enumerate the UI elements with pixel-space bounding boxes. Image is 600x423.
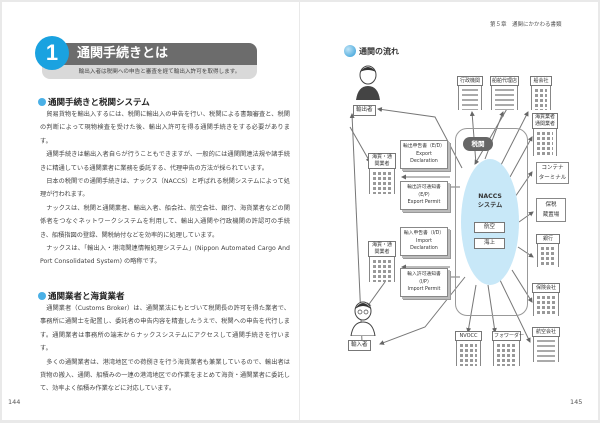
label-line: 通関業者 — [534, 121, 555, 127]
building-windows — [537, 132, 553, 156]
building-windows — [460, 344, 477, 366]
building-forwarder-broker: 海貨業者通関業者 — [532, 113, 558, 156]
section-heading: 通関業者と海貨業者 — [38, 290, 125, 302]
doc-line: Declaration — [410, 246, 438, 251]
doc-line: 輸入申告書（I/D） — [403, 231, 445, 236]
paragraph: 日本の税関での通関手続きは、ナックス（NACCS）と呼ばれる税関システムによって… — [40, 178, 290, 199]
doc-line: （I/P） — [416, 279, 432, 285]
paragraph: ナックスは、「輸出入・港湾関連情報処理システム」(Nippon Automate… — [40, 245, 290, 266]
left-page: 1 通関手続きとは 輸出入者は税関への申告と審査を経て輸出入許可を取得します。 … — [2, 2, 299, 420]
bullet-icon — [38, 292, 46, 300]
building-insurance: 保険会社 — [532, 283, 560, 316]
doc-line: Declaration — [410, 159, 438, 164]
container-terminal-box: コンテナターミナル — [536, 162, 569, 184]
building-windows — [373, 260, 391, 282]
broker-building-export: 海貨・通関業者 — [368, 153, 396, 194]
building-windows — [537, 340, 555, 362]
building-windows — [541, 247, 555, 267]
building-windows — [462, 89, 478, 110]
building-windows — [537, 296, 555, 316]
building-label: NVOCC — [455, 331, 482, 341]
page-subtitle: 輸出入者は税関への申告と審査を経て輸出入許可を取得します。 — [42, 65, 257, 79]
section-heading: 通関手続きと税関システム — [38, 96, 150, 108]
building-windows — [535, 89, 547, 110]
paragraph: ナックスは、税関と通関業者、輸出入者、船会社、航空会社、銀行、海貨業者などの関係… — [40, 204, 290, 239]
doc-line: 輸出許可通知書 — [407, 185, 441, 190]
box-line: 保税 — [545, 202, 557, 208]
section-body: 貿易貨物を輸出入するには、税関に輸出入の申告を行い、税関による書類審査と、税関の… — [40, 108, 290, 269]
doc-line: Import — [416, 238, 432, 244]
section-body: 通関業者（Customs Broker）は、通関業法にもとづいて税関長の許可を得… — [40, 302, 290, 396]
building-windows — [495, 89, 514, 110]
bullet-icon — [38, 98, 46, 106]
building-label: 海貨業者通関業者 — [532, 113, 558, 129]
building-shipping-line: 船会社 — [530, 76, 552, 110]
building-government: 行政機関 — [457, 76, 483, 110]
import-permit-doc: 輸入許可通知書 （I/P） Import Permit — [400, 268, 448, 297]
paragraph: 通関業者（Customs Broker）は、通関業法にもとづいて税関長の許可を得… — [40, 305, 290, 353]
box-line: 蔵置場 — [542, 212, 560, 218]
section-heading-text: 通関手続きと税関システム — [48, 98, 150, 108]
naccs-sea: 海上 — [474, 238, 505, 249]
page-title: 通関手続きとは — [57, 43, 257, 65]
building-label: 海貨・通関業者 — [368, 241, 396, 257]
paragraph: 貿易貨物を輸出入するには、税関に輸出入の申告を行い、税関による書類審査と、税関の… — [40, 111, 290, 145]
export-permit-doc: 輸出許可通知書 （E/P） Export Permit — [400, 181, 448, 210]
doc-line: Export — [416, 151, 432, 157]
building-forwarder: フォワーダー — [492, 331, 525, 366]
section-number-badge: 1 — [35, 36, 69, 70]
box-line: ターミナル — [538, 174, 567, 181]
page-number: 144 — [8, 398, 21, 406]
exporter-label: 輸出者 — [353, 105, 376, 116]
importer-person-icon — [350, 300, 376, 336]
bonded-warehouse-box: 保税蔵置場 — [536, 198, 566, 222]
building-label: 銀行 — [536, 234, 560, 244]
building-nvocc: NVOCC — [455, 331, 482, 366]
building-windows — [497, 344, 516, 366]
building-label: 保険会社 — [532, 283, 560, 293]
exporter-person-icon — [355, 64, 381, 100]
doc-line: 輸入許可通知書 — [407, 272, 441, 277]
flow-arrows — [349, 106, 534, 345]
section-heading-text: 通関業者と海貨業者 — [48, 292, 125, 302]
building-label: 船舶代理店 — [490, 76, 519, 86]
customs-frame — [455, 128, 528, 316]
building-label: 船会社 — [530, 76, 552, 86]
right-page: 第５章 通関にかかわる書類 通関の流れ 税関 NACCS システム 航空 海上 輸… — [300, 2, 598, 420]
building-label: 行政機関 — [457, 76, 483, 86]
diagram-title-text: 通関の流れ — [359, 47, 399, 56]
building-label: 航空会社 — [532, 327, 560, 337]
building-airline: 航空会社 — [532, 327, 560, 362]
chapter-header: 第５章 通関にかかわる書類 — [490, 22, 562, 28]
customs-label: 税関 — [463, 137, 493, 151]
doc-line: Export Permit — [407, 200, 441, 205]
doc-line: 輸出申告書（E/D） — [403, 144, 445, 149]
doc-line: Import Permit — [407, 287, 441, 292]
box-line: コンテナ — [541, 165, 564, 171]
naccs-label: NACCS システム — [461, 192, 519, 210]
naccs-name: NACCS — [478, 193, 502, 200]
building-label: フォワーダー — [492, 331, 525, 341]
importer-label: 輸入者 — [348, 340, 371, 351]
label-line: 海貨業者 — [534, 114, 555, 120]
broker-building-import: 海貨・通関業者 — [368, 241, 396, 282]
naccs-sub: システム — [477, 202, 503, 209]
naccs-air: 航空 — [474, 222, 505, 233]
diagram-title: 通関の流れ — [344, 45, 399, 57]
paragraph: 通関手続きは輸出入者自らが行うこともできますが、一般的には通関関連法規や諸手続き… — [40, 151, 290, 172]
globe-icon — [344, 45, 356, 57]
building-label: 海貨・通関業者 — [368, 153, 396, 169]
doc-line: （E/P） — [415, 192, 433, 198]
paragraph: 多くの通関業者は、港湾地区での荷捌きを行う海貨業者も兼業しているので、輸出者は貨… — [40, 358, 290, 393]
page-number: 145 — [570, 398, 583, 406]
building-ship-agent: 船舶代理店 — [490, 76, 519, 110]
building-windows — [373, 172, 391, 194]
building-bank: 銀行 — [536, 234, 560, 267]
